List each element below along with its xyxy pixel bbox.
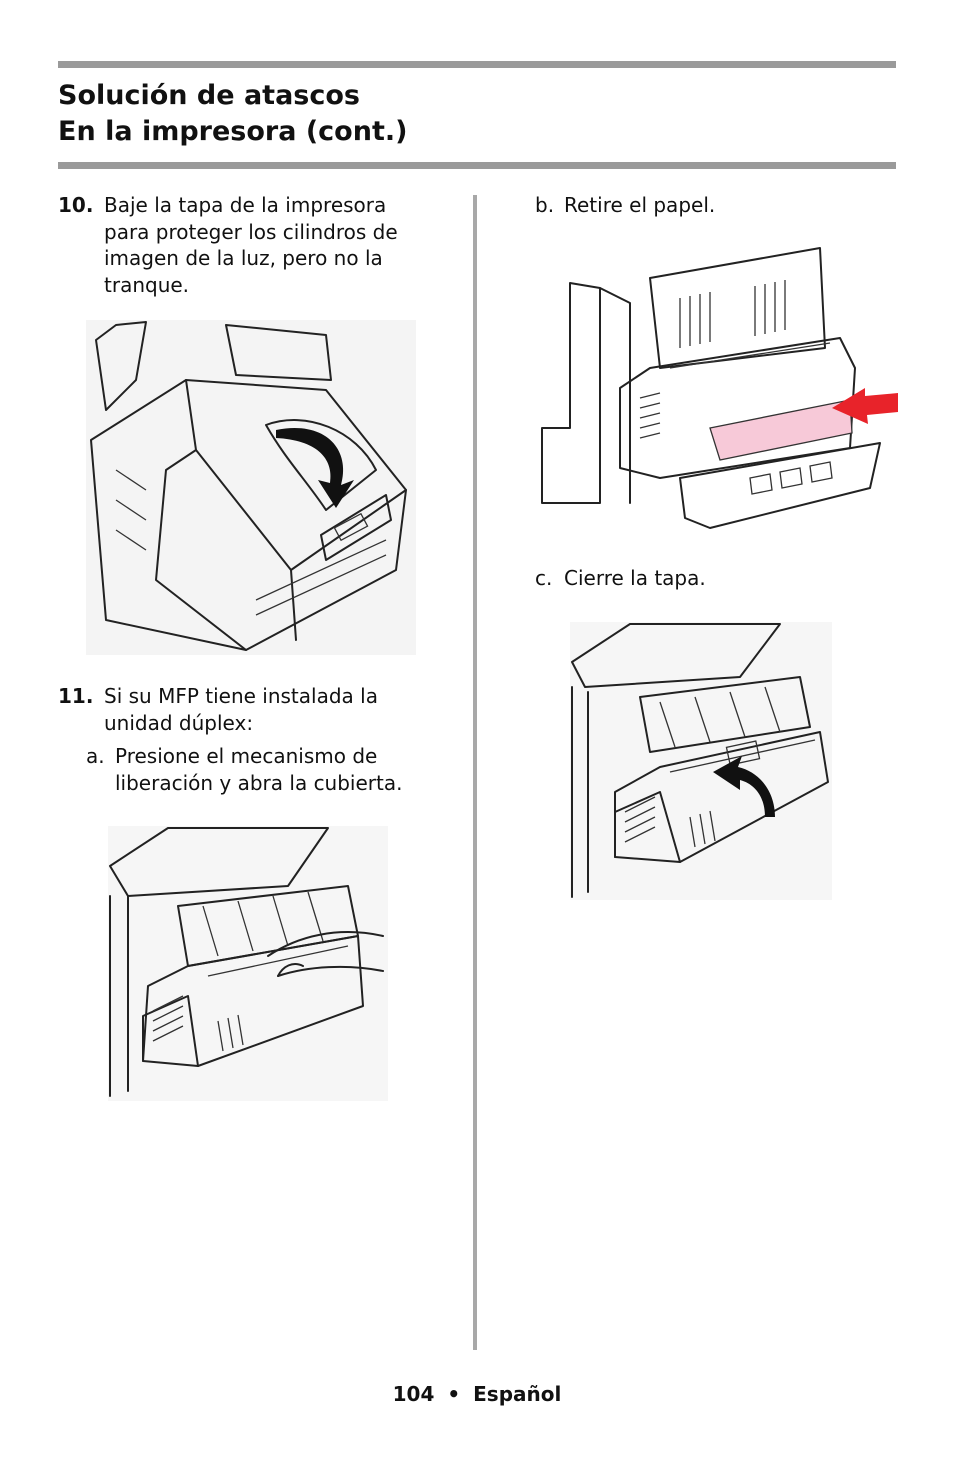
footer-bullet: •	[447, 1382, 461, 1406]
step-11-number: 11.	[58, 684, 94, 708]
step-10-text: Baje la tapa de la impresora para proteg…	[104, 193, 398, 297]
substep-b-text: Retire el papel.	[564, 193, 716, 217]
substep-c-letter: c.	[535, 566, 553, 590]
duplex-release-illustration	[108, 826, 388, 1101]
step-10-number: 10.	[58, 193, 94, 217]
duplex-cover-closing-illustration	[570, 622, 832, 900]
title-line-2: En la impresora (cont.)	[58, 116, 408, 147]
page-footer: 104 • Español	[0, 1382, 954, 1406]
page-number: 104	[392, 1382, 435, 1406]
top-rule	[58, 61, 896, 68]
printer-lid-closing-illustration	[86, 320, 416, 655]
substep-c-text: Cierre la tapa.	[564, 566, 706, 590]
title-rule	[58, 162, 896, 169]
duplex-paper-removal-illustration	[540, 228, 898, 538]
step-11-text: Si su MFP tiene instalada la unidad dúpl…	[104, 684, 378, 735]
footer-language: Español	[473, 1382, 562, 1406]
substep-a-letter: a.	[86, 744, 105, 768]
column-divider	[473, 195, 477, 1350]
page-title: Solución de atascos En la impresora (con…	[58, 78, 407, 150]
title-line-1: Solución de atascos	[58, 80, 360, 111]
substep-a-text: Presione el mecanismo de liberación y ab…	[115, 744, 403, 795]
substep-b-letter: b.	[535, 193, 555, 217]
